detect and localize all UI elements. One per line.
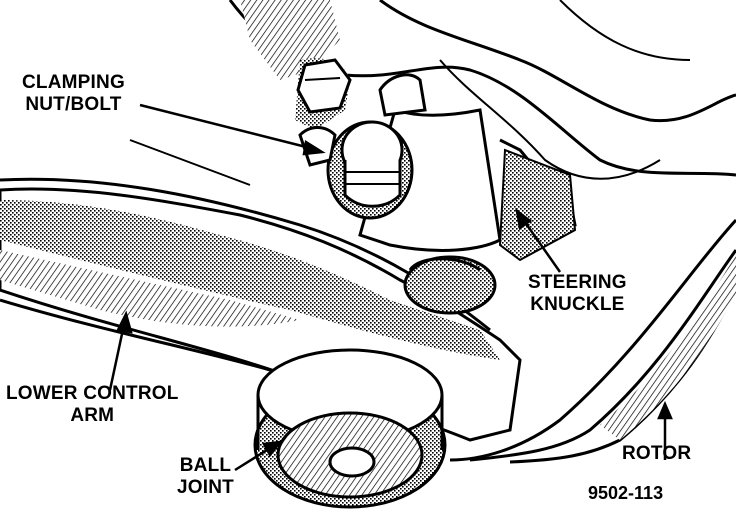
rotor-shading [600, 255, 736, 440]
label-ball-joint: BALL JOINT [177, 455, 234, 499]
label-lower-line2: ARM [70, 405, 115, 426]
leader-clamping-nut [139, 103, 319, 152]
label-lower-control-arm: LOWER CONTROL ARM [6, 383, 179, 427]
label-steering-knuckle: STEERING KNUCKLE [528, 272, 627, 316]
knuckle-shading [498, 148, 577, 262]
label-clamping-line1: CLAMPING [22, 72, 125, 93]
leader-lines [108, 103, 673, 472]
label-lower-line1: LOWER CONTROL [6, 383, 179, 404]
figure-number: 9502-113 [588, 483, 664, 503]
label-clamping-nut-bolt: CLAMPING NUT/BOLT [22, 72, 125, 116]
label-steering-line1: STEERING [528, 272, 627, 293]
knuckle-bushing [403, 255, 497, 315]
label-clamping-line2: NUT/BOLT [25, 94, 122, 115]
clamping-bolt [298, 120, 414, 220]
label-rotor: ROTOR [622, 443, 692, 464]
label-ball-line1: BALL [179, 455, 232, 476]
label-steering-line2: KNUCKLE [530, 294, 625, 315]
label-ball-line2: JOINT [177, 477, 234, 498]
ball-joint [253, 348, 447, 509]
upper-nut [296, 58, 352, 114]
